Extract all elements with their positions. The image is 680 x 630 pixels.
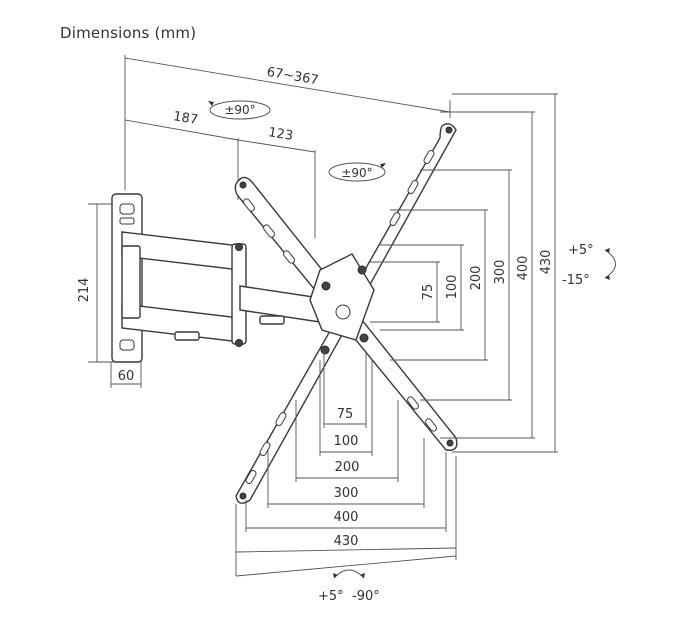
vesa-horizontal-300: 300: [334, 486, 359, 501]
rotation-left-label: +5°: [318, 589, 344, 604]
tilt-down-label: -15°: [562, 273, 590, 288]
vesa-horizontal-400: 400: [334, 510, 359, 525]
dim-arm-1: 187: [172, 109, 199, 128]
dim-wall-plate-height: 214: [77, 278, 92, 303]
wall-plate-dimensions: 214 60: [77, 203, 142, 388]
vesa-plate: [234, 123, 458, 504]
vesa-vertical-400: 400: [516, 256, 531, 281]
swivel-angle-label: ±90°: [224, 103, 255, 117]
dim-arm-2: 123: [267, 125, 294, 144]
tilt-up-label: +5°: [568, 243, 594, 258]
vesa-vertical-75: 75: [421, 284, 436, 301]
vesa-vertical-300: 300: [493, 260, 508, 285]
diagram-title: Dimensions (mm): [60, 24, 197, 42]
tilt-indicator: +5° -15°: [562, 243, 616, 288]
vesa-horizontal-100: 100: [334, 434, 359, 449]
dim-overall-depth: 67~367: [266, 65, 320, 88]
swivel-rotation-icon: ±90°: [208, 100, 271, 120]
vesa-horizontal-75: 75: [337, 407, 354, 422]
vesa-vertical-200: 200: [469, 266, 484, 291]
vesa-horizontal-200: 200: [335, 460, 360, 475]
rotation-icon: ±90°: [328, 162, 386, 182]
top-dimensions: 67~367 187 123: [124, 55, 451, 238]
vesa-vertical-100: 100: [445, 275, 460, 300]
dim-wall-plate-depth: 60: [118, 369, 135, 384]
vesa-horizontal-dimensions: 75 100 200 300 400 430: [235, 352, 457, 577]
bottom-rotation-indicator: +5° -90°: [318, 569, 380, 604]
articulating-arms: [121, 231, 321, 347]
rotation-angle-label: ±90°: [341, 166, 372, 180]
vesa-vertical-430: 430: [539, 250, 554, 275]
vesa-horizontal-430: 430: [334, 534, 359, 549]
vesa-vertical-dimensions: 75 100 200 300 400 430: [370, 93, 558, 453]
rotation-right-label: -90°: [352, 589, 380, 604]
